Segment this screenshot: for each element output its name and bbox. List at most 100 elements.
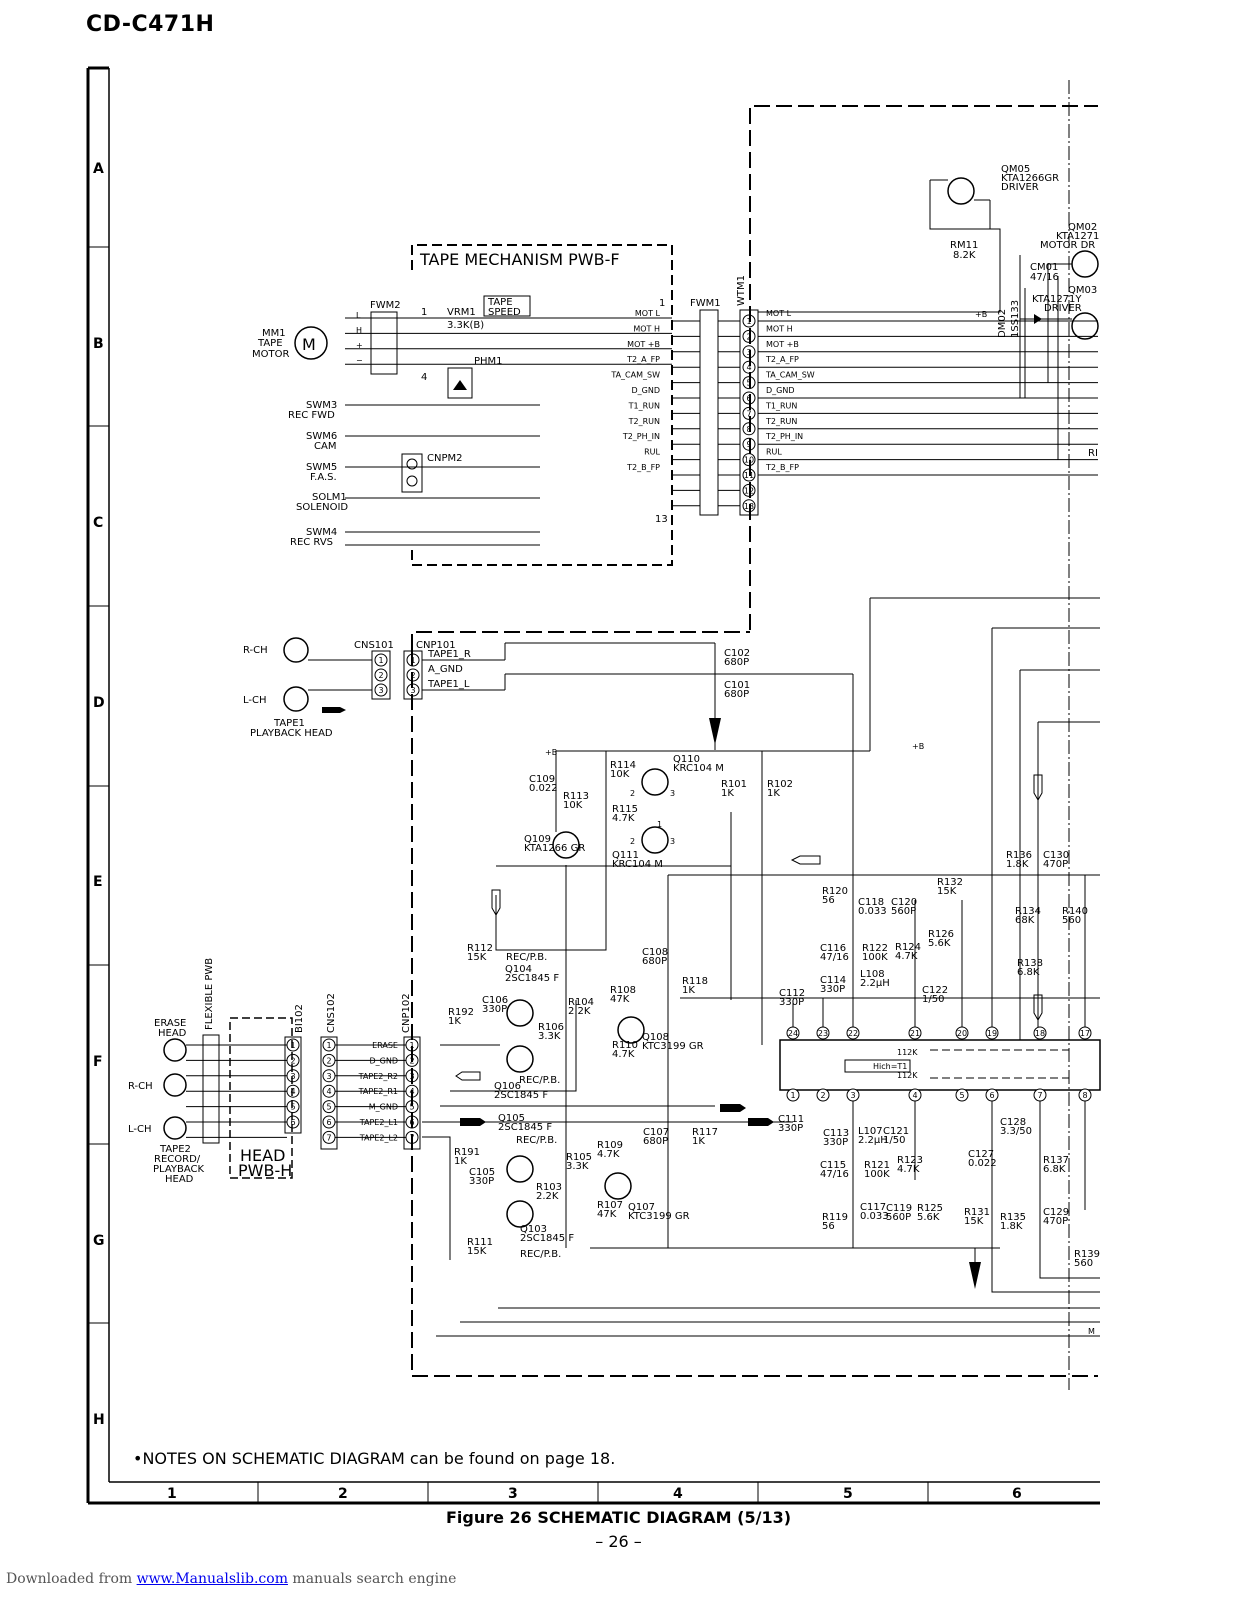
wtm-signal-3: MOT +B <box>766 340 799 349</box>
component-c129-ref: C129 <box>1043 1207 1069 1218</box>
ic-pin-circle <box>908 1026 922 1040</box>
q104-transistor-icon <box>506 999 534 1027</box>
component-r102-ref: R102 <box>767 779 793 790</box>
component-l108-value: 2.2µH <box>860 978 890 989</box>
wtm1-pin-circle <box>742 499 756 513</box>
component-c119-ref: C119 <box>886 1203 912 1214</box>
rec-pb-2: REC/P.B. <box>519 1075 560 1086</box>
signal-arrow-outline-2 <box>1033 774 1043 802</box>
mm1-ref: MM1 <box>262 328 286 339</box>
lch-head-icon <box>283 686 309 712</box>
signal-arrow-right-1 <box>720 1104 746 1112</box>
fwm1-connector: FWM1 WTM1 <box>690 275 759 516</box>
wtm1-pin-8: 8 <box>746 425 751 434</box>
dm02-part: 1SS133 <box>1010 300 1021 338</box>
preamp-circuit <box>422 597 1101 1337</box>
component-r106-value: 3.3K <box>538 1031 561 1042</box>
component-c130-ref: C130 <box>1043 850 1069 861</box>
tape-speed-label-1: TAPE <box>487 297 513 308</box>
cnp101-sig-3: TAPE1_L <box>427 679 470 690</box>
component-r115-ref: R115 <box>612 804 638 815</box>
cnp101-pin-circle <box>406 683 420 697</box>
rm11-value: 8.2K <box>953 250 976 261</box>
grid-row-c: C <box>93 515 103 531</box>
ic-pin-circle <box>1078 1088 1092 1102</box>
cns101-label: CNS101 <box>354 640 394 651</box>
hich-label: Hich=T1 <box>873 1062 907 1071</box>
component-r112-value: 15K <box>467 952 487 963</box>
q111-transistor-icon <box>641 826 669 854</box>
component-r191-ref: R191 <box>454 1147 480 1158</box>
motor-pin-minus: − <box>356 356 363 365</box>
component-r137-ref: R137 <box>1043 1155 1069 1166</box>
manualslib-link[interactable]: www.Manualslib.com <box>136 1571 288 1587</box>
component-r140-ref: R140 <box>1062 906 1088 917</box>
wtm1-pin-2: 2 <box>746 332 751 341</box>
component-r114-ref: R114 <box>610 760 636 771</box>
wtm1-pin-10: 10 <box>744 456 754 465</box>
wtm1-pin-9: 9 <box>746 440 751 449</box>
tape2-lch: L-CH <box>128 1124 152 1135</box>
model-number: CD-C471H <box>86 12 215 37</box>
component-q109-value: KTA1266 GR <box>524 843 585 854</box>
wtm-signal-10: RUL <box>766 448 782 457</box>
m-truncated: M <box>1088 1327 1095 1336</box>
qm02-part: KTA1271 <box>1056 231 1099 242</box>
cnp102-pin-4: 4 <box>409 1087 414 1096</box>
component-r117-value: 1K <box>692 1136 705 1147</box>
tape1-head-block: R-CH L-CH TAPE1 PLAYBACK HEAD CNS101 CNP… <box>243 637 853 739</box>
mm1-line3: MOTOR <box>252 349 289 360</box>
component-l107-value: 2.2µH <box>858 1135 888 1146</box>
ic-pin-circle <box>846 1088 860 1102</box>
component-r134-value: 68K <box>1015 915 1035 926</box>
plusb-2: +B <box>912 742 924 751</box>
component-q111-value: KRC104 M <box>612 859 663 870</box>
grid-row-labels: A B C D E F G H <box>93 161 105 1428</box>
bi102-pin-1: 1 <box>290 1041 295 1050</box>
q110-pin-2: 2 <box>630 789 635 798</box>
component-q110-ref: Q110 <box>673 754 700 765</box>
cns102-pin-7: 7 <box>326 1133 331 1142</box>
tape-speed-label-2: SPEED <box>488 307 521 318</box>
cnp102-pin-1: 1 <box>409 1041 414 1050</box>
wtm-signal-4: T2_A_FP <box>765 355 799 364</box>
figure-caption: Figure 26 SCHEMATIC DIAGRAM (5/13) <box>445 1508 792 1527</box>
signal-arrow-outline-5 <box>455 1071 481 1081</box>
signal-arrows <box>322 707 981 1289</box>
motor-symbol: M <box>302 335 316 354</box>
motor-pin-h: H <box>356 326 362 335</box>
component-r125-value: 5.6K <box>917 1212 940 1223</box>
fwm2-label: FWM2 <box>370 300 401 311</box>
fwm-signal-11: T2_B_FP <box>626 463 660 472</box>
qm05-transistor-icon <box>947 177 975 205</box>
fwm-signal-10: RUL <box>644 448 660 457</box>
qm05-part: KTA1266GR <box>1001 173 1059 184</box>
ic-pin-17: 17 <box>1080 1029 1090 1038</box>
dm02-ref: DM02 <box>997 309 1008 338</box>
ic-pin-circle <box>985 1088 999 1102</box>
component-r131-ref: R131 <box>964 1207 990 1218</box>
component-c130-value: 470P <box>1043 859 1068 870</box>
tape2-label-1: TAPE2 <box>159 1144 191 1155</box>
component-r115-value: 4.7K <box>612 813 635 824</box>
qm02-ref: QM02 <box>1068 222 1097 233</box>
grid-row-b: B <box>93 336 104 352</box>
wtm-signal-8: T2_RUN <box>765 417 797 426</box>
footer: Downloaded from www.Manualslib.com manua… <box>6 1571 456 1587</box>
component-r120-value: 56 <box>822 895 835 906</box>
component-q108-ref: Q108 <box>642 1032 669 1043</box>
component-r114-value: 10K <box>610 769 630 780</box>
component-c109-ref: C109 <box>529 774 555 785</box>
component-r108-ref: R108 <box>610 985 636 996</box>
component-r108-value: 47K <box>610 994 630 1005</box>
ic-pin-circle <box>786 1088 800 1102</box>
ic-pin-circle <box>955 1088 969 1102</box>
wtm1-pin-circle <box>742 437 756 451</box>
cnp102-pin-7: 7 <box>409 1133 414 1142</box>
rm11-ref: RM11 <box>950 240 978 251</box>
cns101-pin-1: 1 <box>378 656 383 665</box>
component-r192-ref: R192 <box>448 1007 474 1018</box>
cns101-pin-3: 3 <box>378 686 383 695</box>
signal-arrow-right-2 <box>748 1118 774 1126</box>
